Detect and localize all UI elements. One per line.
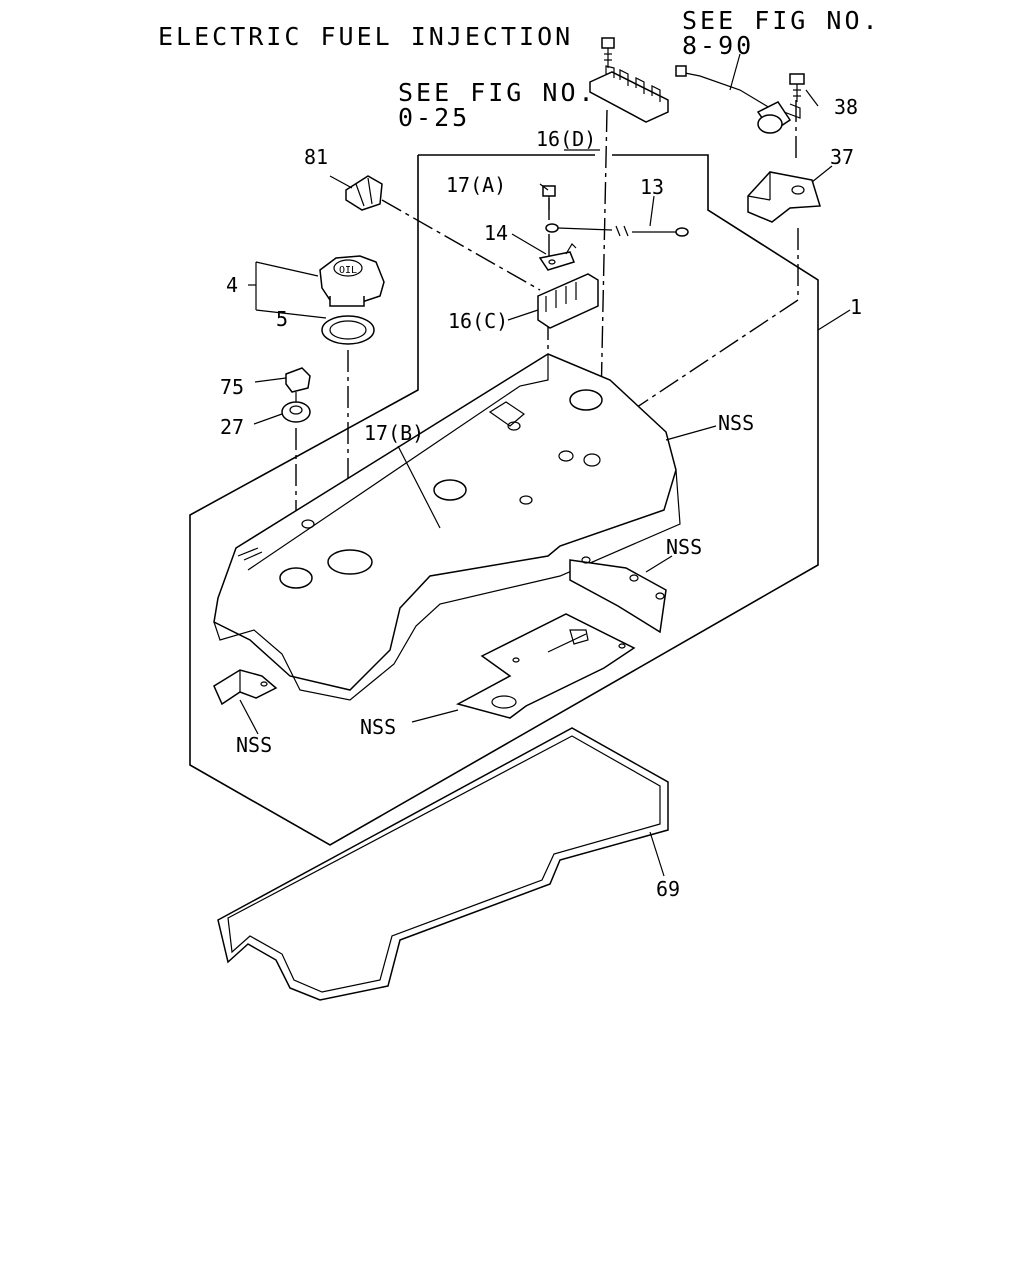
assembly-line-81 — [381, 199, 541, 291]
callout-1: 1 — [850, 295, 862, 319]
callout-17a: 17(A) — [446, 173, 506, 197]
washer-27-icon — [281, 401, 311, 423]
bracket-14-icon — [538, 243, 577, 271]
bolt-75-icon — [285, 367, 311, 404]
bolt-17a-icon — [542, 185, 556, 210]
clip-16c-icon — [537, 273, 599, 329]
bolt-top-icon — [601, 37, 615, 68]
callout-4: 4 — [226, 273, 238, 297]
callout-81: 81 — [304, 145, 328, 169]
assembly-outline — [189, 154, 819, 846]
callout-27: 27 — [220, 415, 244, 439]
fig-reference-8-90-line1: SEE FIG NO. — [682, 6, 881, 35]
gasket-69-icon — [217, 727, 669, 1001]
callout-75: 75 — [220, 375, 244, 399]
oil-filler-cap-4-icon: OIL — [319, 255, 385, 307]
o-ring-5-icon — [321, 315, 375, 345]
callout-nss-bracket-right: NSS — [666, 535, 702, 559]
cylinder-head-cover — [213, 353, 681, 701]
bracket-nss-right-icon — [569, 556, 667, 634]
callout-16c: 16(C) — [448, 309, 508, 333]
plate-nss-icon — [455, 613, 636, 719]
fig-reference-8-90-line2: 8-90 — [682, 31, 754, 60]
diagram-title: ELECTRIC FUEL INJECTION — [158, 22, 573, 51]
callout-5: 5 — [276, 307, 288, 331]
bracket-37-icon — [747, 171, 821, 223]
callout-69: 69 — [656, 877, 680, 901]
callout-37: 37 — [830, 145, 854, 169]
leader-lines — [239, 53, 851, 877]
callout-16d: 16(D) — [536, 127, 596, 151]
sensor-icon — [675, 65, 801, 134]
clip-16d-icon — [589, 65, 669, 123]
callout-nss-cover: NSS — [718, 411, 754, 435]
grommet-81-icon — [345, 175, 383, 211]
callout-17b: 17(B) — [364, 421, 424, 445]
callout-14: 14 — [484, 221, 508, 245]
assembly-line-16d — [599, 109, 608, 453]
bolt-38-icon — [789, 73, 805, 102]
callout-nss-plate: NSS — [360, 715, 396, 739]
svg-text:OIL: OIL — [339, 265, 357, 276]
callout-13: 13 — [640, 175, 664, 199]
bracket-nss-left-icon — [213, 669, 278, 706]
callout-38: 38 — [834, 95, 858, 119]
fig-reference-0-25-line1: SEE FIG NO. — [398, 78, 597, 107]
ground-cable-13-icon — [545, 223, 689, 237]
callout-nss-bracket-left: NSS — [236, 733, 272, 757]
fig-reference-0-25-line2: 0-25 — [398, 103, 470, 132]
